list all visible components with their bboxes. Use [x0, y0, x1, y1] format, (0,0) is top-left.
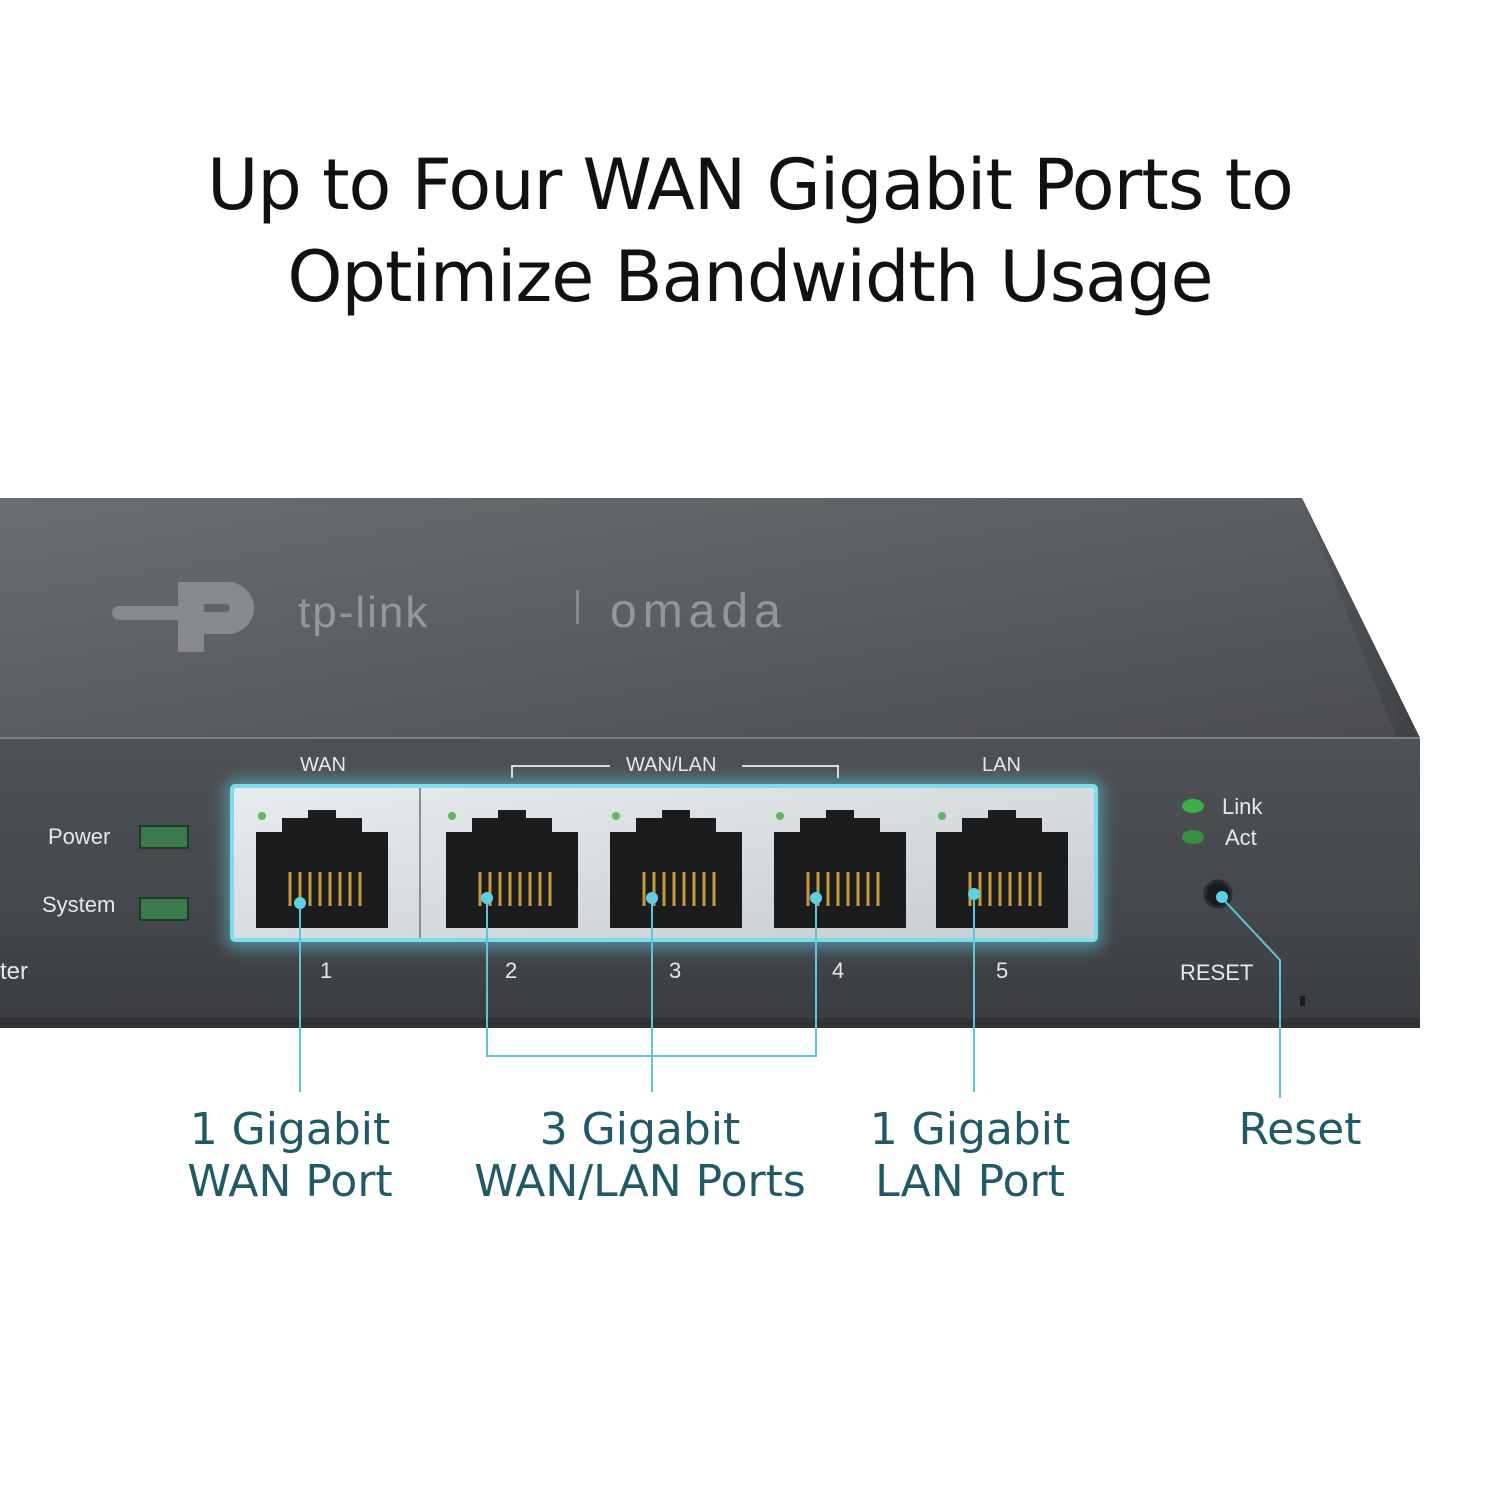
act-led-label: Act	[1225, 825, 1257, 850]
callout-reset: Reset	[1200, 1104, 1400, 1156]
callout-lan-line-2: LAN Port	[875, 1156, 1065, 1207]
callout-dots	[294, 888, 1228, 909]
headline-line-1: Up to Four WAN Gigabit Ports to	[207, 144, 1294, 226]
headline-line-2: Optimize Bandwidth Usage	[287, 236, 1213, 318]
wan-group-label: WAN	[300, 754, 346, 776]
callout-lan-port: 1 Gigabit LAN Port	[840, 1104, 1100, 1208]
callout-connector-lines	[299, 894, 1281, 1098]
rj45-port-icon	[610, 810, 742, 928]
port-number: 4	[832, 958, 845, 983]
rj45-port-icon	[936, 810, 1068, 928]
model-name-fragment: ter	[0, 958, 29, 985]
act-led-icon	[1182, 830, 1204, 844]
port-number: 1	[320, 958, 333, 983]
callout-wanlan-line-1: 3 Gigabit	[539, 1104, 741, 1155]
power-led-label: Power	[48, 824, 111, 849]
callout-wanlan-line-2: WAN/LAN Ports	[474, 1156, 806, 1207]
callout-wan-line-2: WAN Port	[187, 1156, 393, 1207]
reset-label: RESET	[1180, 960, 1254, 985]
callout-wan-port: 1 Gigabit WAN Port	[150, 1104, 430, 1208]
callout-wan-line-1: 1 Gigabit	[189, 1104, 391, 1155]
lan-group-label: LAN	[982, 754, 1021, 776]
power-led-icon	[139, 825, 189, 849]
router-top-surface	[0, 498, 1420, 738]
brand-logo-text: tp-link	[298, 588, 430, 637]
product-line-logo-text: Omada	[610, 585, 787, 638]
rj45-port-icon	[256, 810, 388, 928]
port-number: 5	[996, 958, 1009, 983]
link-led-icon	[1182, 799, 1204, 813]
port-number: 2	[505, 958, 518, 983]
port-number: 3	[669, 958, 682, 983]
system-led-label: System	[42, 892, 116, 917]
callout-reset-line-1: Reset	[1238, 1104, 1362, 1155]
tp-link-logo-icon	[112, 582, 254, 652]
system-led-icon	[139, 897, 189, 921]
link-led-label: Link	[1222, 794, 1263, 819]
wanlan-group-label: WAN/LAN	[626, 754, 717, 776]
callout-wanlan-ports: 3 Gigabit WAN/LAN Ports	[450, 1104, 830, 1208]
brand-divider	[576, 590, 579, 624]
rj45-port-icon	[446, 810, 578, 928]
rj45-ports	[256, 810, 1068, 928]
callout-lan-line-1: 1 Gigabit	[869, 1104, 1071, 1155]
